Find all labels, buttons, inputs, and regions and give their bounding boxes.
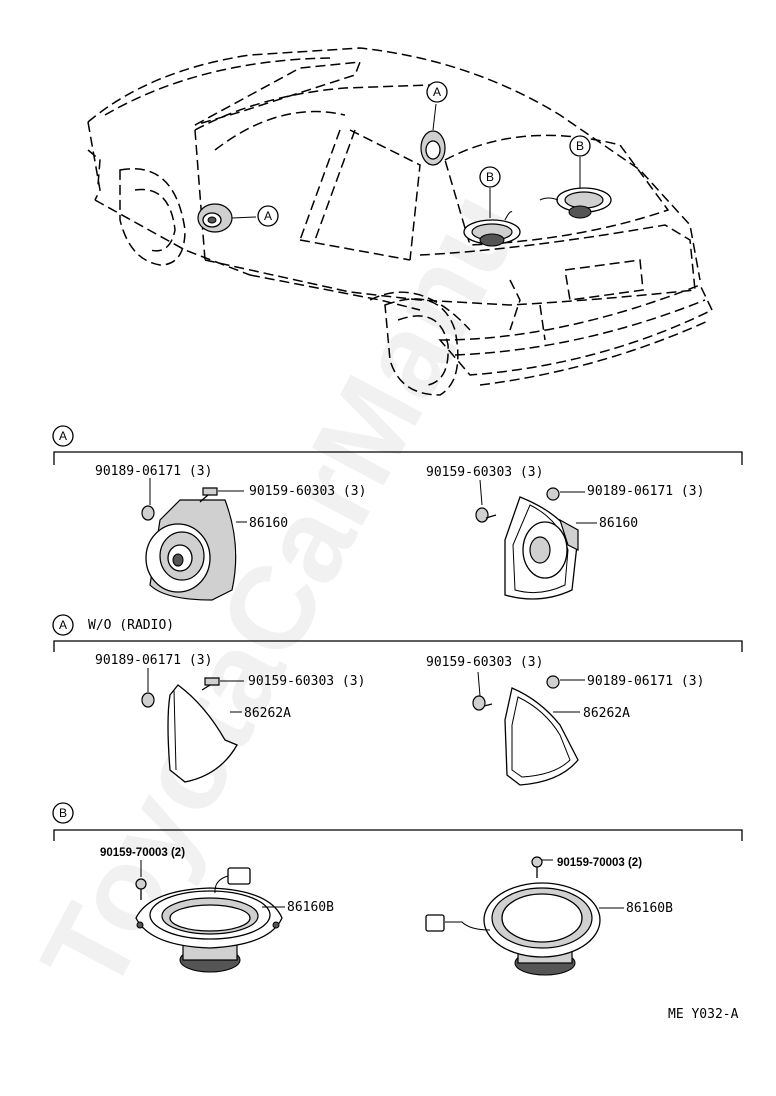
part-label-screw-left: 90159-70003 (2)	[100, 847, 185, 859]
car-marker-a-pillar: A	[433, 85, 441, 99]
figure-reference: ME Y032-A	[668, 1007, 739, 1022]
car-marker-b-left: B	[486, 170, 494, 184]
speaker-86160-right	[475, 479, 597, 600]
section-a-speakers: A 90189-06171 (3) 90159-60303 (3) 86160	[52, 425, 743, 601]
section-a-covers: A W/O (RADIO) 90189-06171 (3) 90159-6030…	[52, 614, 743, 786]
part-label-speaker-right: 86160	[599, 516, 638, 531]
part-label-cover-left: 86262A	[244, 706, 291, 721]
part-label-screw-left: 90189-06171 (3)	[95, 464, 212, 479]
car-marker-b-right: B	[576, 139, 584, 153]
cover-86262a-left	[141, 668, 244, 783]
section-marker: A	[59, 618, 67, 632]
part-label-bolt-right: 90159-60303 (3)	[426, 655, 543, 670]
part-label-speaker-left: 86160B	[287, 900, 334, 915]
part-label-speaker-left: 86160	[249, 516, 288, 531]
section-b-speakers: B 90159-70003 (2) 86160B	[52, 802, 743, 976]
part-label-screw-left: 90189-06171 (3)	[95, 653, 212, 668]
part-label-screw-right: 90159-70003 (2)	[557, 857, 642, 869]
car-illustration: A A B B	[87, 47, 713, 396]
part-label-bolt-right: 90159-60303 (3)	[426, 465, 543, 480]
cover-86262a-right	[472, 671, 585, 786]
speaker-86160b-left	[135, 860, 285, 973]
part-label-cover-right: 86262A	[583, 706, 630, 721]
part-label-bolt-left: 90159-60303 (3)	[248, 674, 365, 689]
section-marker: A	[59, 429, 67, 443]
speaker-86160-left	[141, 478, 247, 601]
part-label-bolt-left: 90159-60303 (3)	[249, 484, 366, 499]
speaker-86160b-right	[425, 856, 624, 976]
watermark-text: ToyotaCarManu	[16, 171, 547, 1013]
section-marker: B	[59, 806, 67, 820]
car-marker-a-door: A	[264, 209, 272, 223]
part-label-screw-right: 90189-06171 (3)	[587, 674, 704, 689]
section-title: W/O (RADIO)	[88, 618, 174, 633]
part-label-screw-right: 90189-06171 (3)	[587, 484, 704, 499]
part-label-speaker-right: 86160B	[626, 901, 673, 916]
